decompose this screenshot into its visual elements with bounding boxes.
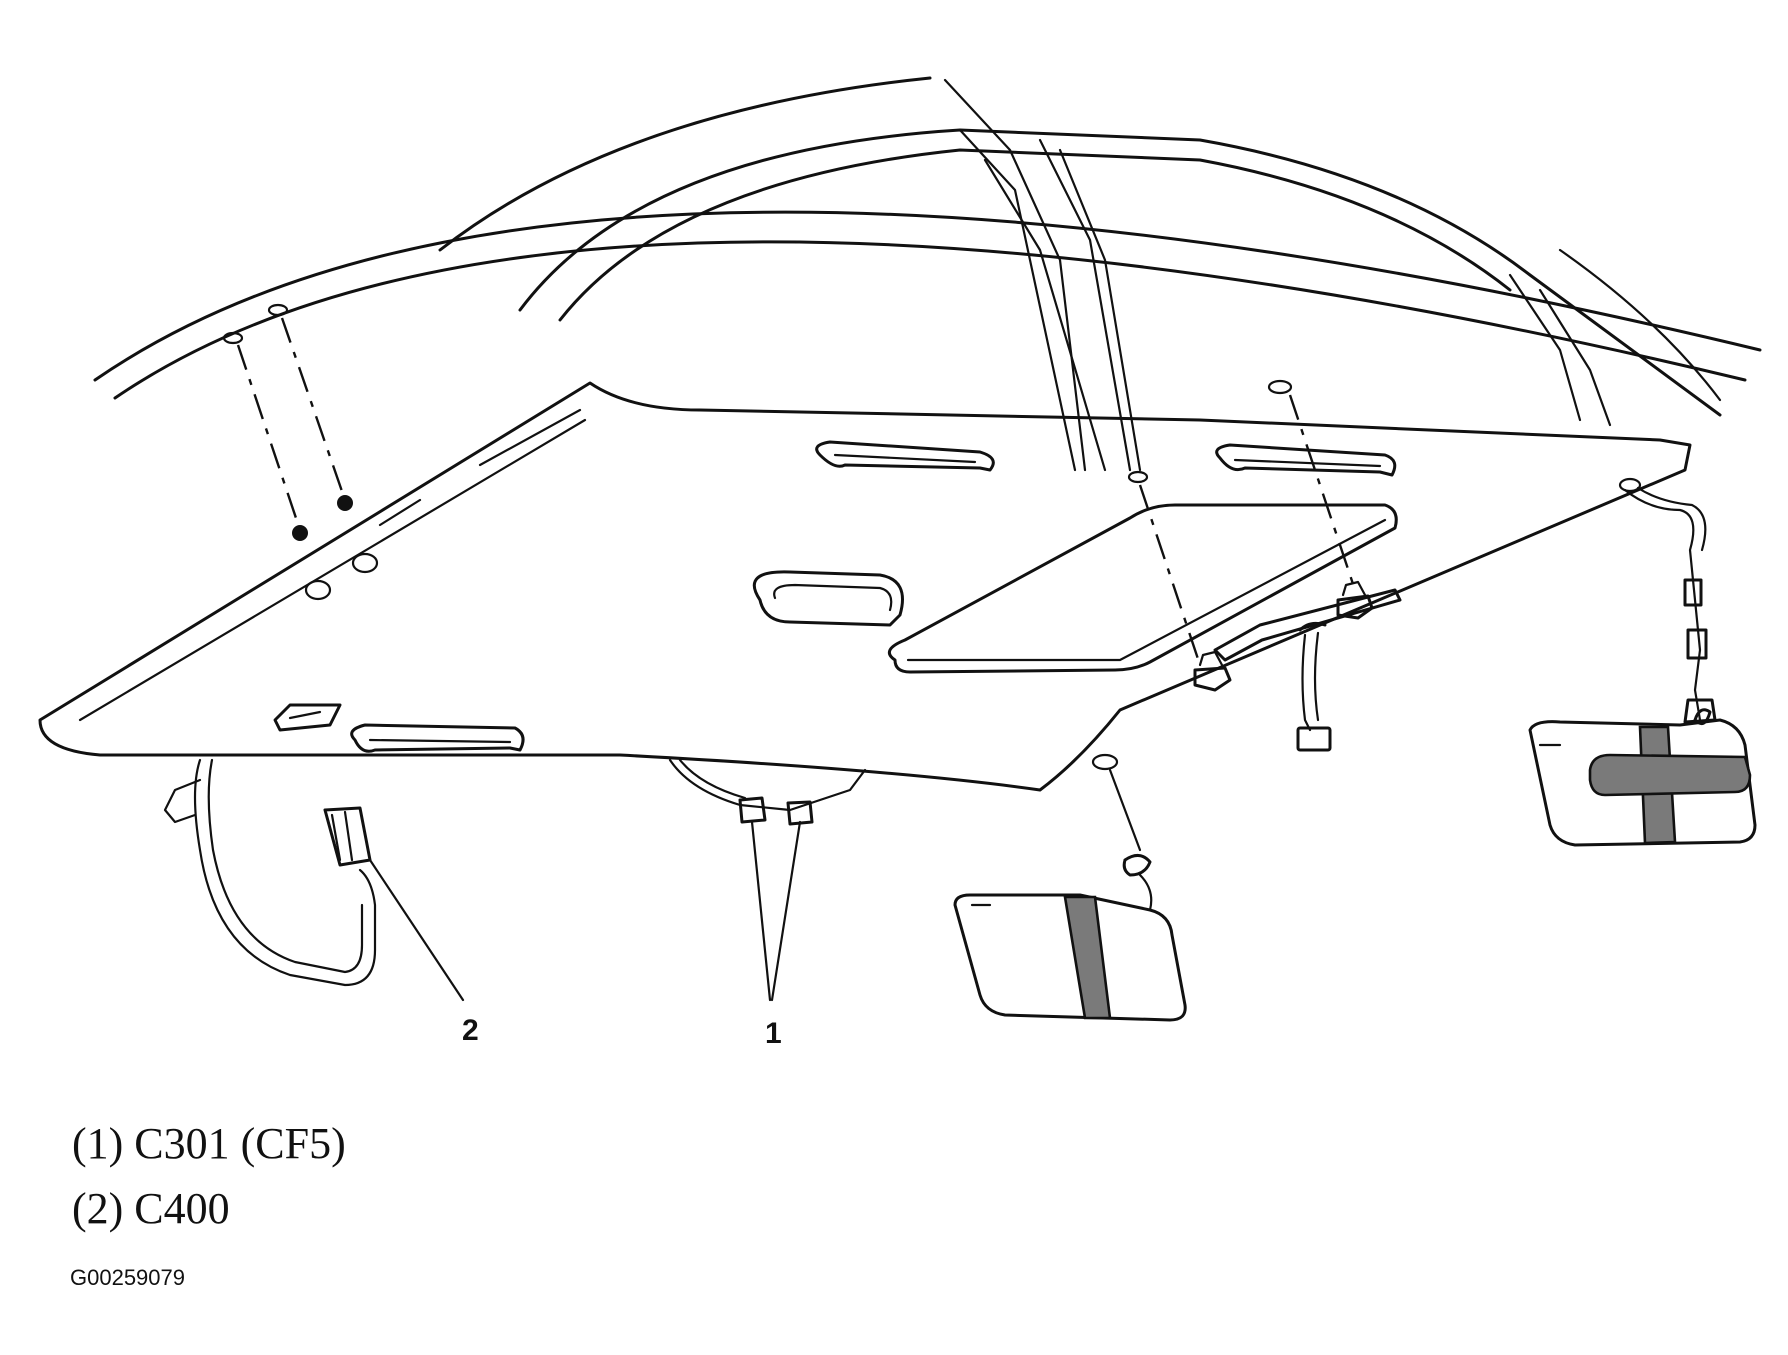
- clips: [1193, 580, 1374, 692]
- callout-label-2: 2: [462, 1014, 479, 1047]
- headliner-panel: [38, 381, 1692, 792]
- right-sun-visor: [1528, 708, 1757, 847]
- assist-handles: [350, 440, 1397, 753]
- overhead-console: [1213, 588, 1402, 662]
- mounting-holes: [222, 303, 1642, 771]
- roof-body-outline: [93, 76, 1762, 417]
- dome-lamp: [752, 570, 904, 627]
- figure-id: G00259079: [70, 1265, 185, 1290]
- callout-label-1: 1: [765, 1017, 782, 1050]
- right-harness: [1623, 486, 1717, 724]
- pillars: [943, 78, 1722, 472]
- c301-harness: [668, 758, 867, 826]
- legend-item-c400: (2) C400: [72, 1184, 230, 1233]
- callout-leaders: [368, 820, 802, 1002]
- switch-bezel: [273, 703, 342, 732]
- console-connector: [1296, 631, 1332, 752]
- legend-item-c301: (1) C301 (CF5): [72, 1119, 346, 1168]
- sunroof-opening: [887, 503, 1398, 674]
- c400-harness: [163, 758, 377, 987]
- front-sun-visor: [953, 854, 1187, 1022]
